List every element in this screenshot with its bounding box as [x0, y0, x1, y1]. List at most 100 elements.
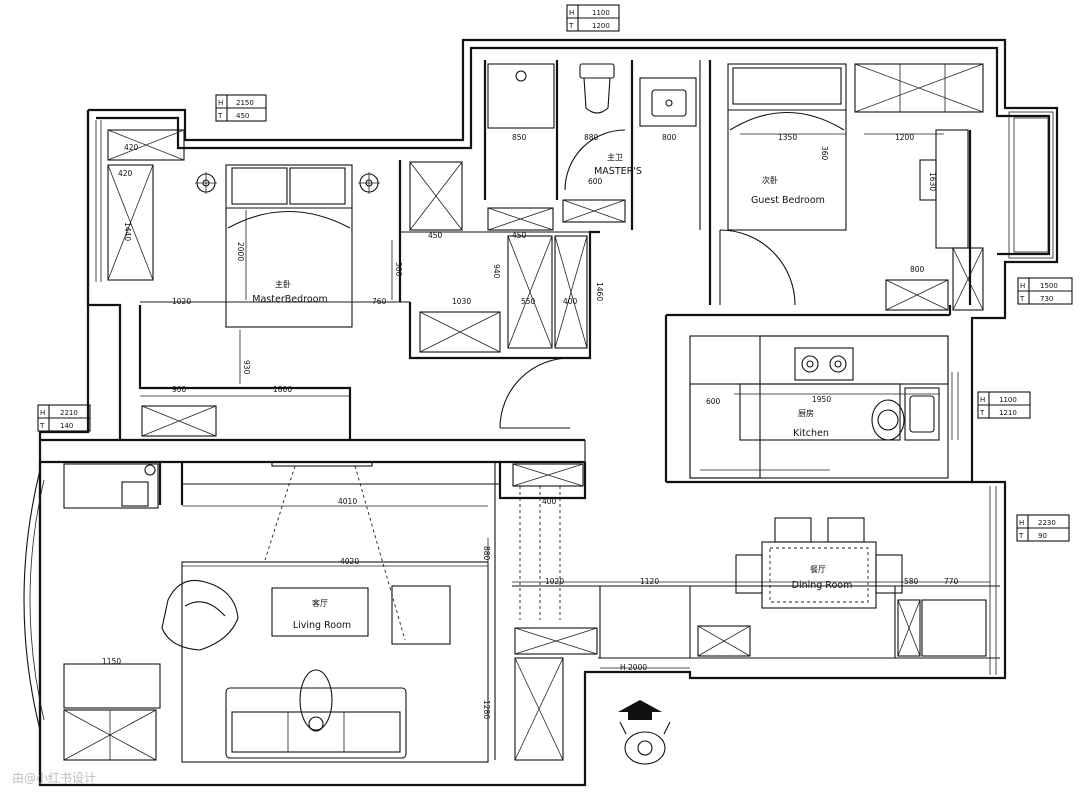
nightstand-lamp-right	[358, 172, 380, 194]
master-bedroom-en: MasterBedroom	[252, 294, 327, 305]
svg-text:H: H	[1019, 519, 1024, 527]
watermark: 由@小红书设计	[12, 770, 96, 785]
height-tag-5: H T 2210 140	[37, 404, 91, 432]
svg-text:450: 450	[512, 231, 527, 240]
kitchen-fridge	[739, 383, 901, 441]
master-wardrobe-right	[409, 161, 463, 231]
bath-shower	[487, 63, 555, 129]
svg-text:1460: 1460	[595, 282, 604, 301]
interior-walls	[86, 60, 1000, 760]
svg-text:1440: 1440	[123, 222, 132, 241]
dimension-lines	[140, 133, 990, 760]
svg-text:1950: 1950	[812, 395, 831, 404]
svg-text:T: T	[217, 112, 223, 120]
master-bath-en: MASTER'S	[594, 166, 642, 177]
master-wardrobe-left	[107, 129, 185, 281]
svg-text:580: 580	[904, 577, 919, 586]
nightstand-lamp-left	[195, 172, 217, 194]
svg-text:880: 880	[584, 133, 599, 142]
svg-text:400: 400	[542, 497, 557, 506]
svg-text:550: 550	[521, 297, 536, 306]
dining-room-en: Dining Room	[792, 580, 853, 591]
door-swings	[499, 129, 796, 429]
svg-text:1350: 1350	[778, 133, 797, 142]
living-cabinets	[63, 663, 161, 761]
sofa-person	[299, 669, 333, 732]
svg-text:850: 850	[512, 133, 527, 142]
svg-text:1030: 1030	[452, 297, 471, 306]
svg-text:1630: 1630	[928, 172, 937, 191]
svg-text:1100: 1100	[999, 396, 1017, 404]
svg-text:140: 140	[60, 422, 73, 430]
svg-text:900: 900	[172, 385, 187, 394]
svg-text:H: H	[218, 99, 223, 107]
svg-text:1500: 1500	[1040, 282, 1058, 290]
kitchen-person	[871, 399, 905, 441]
kitchen-counters	[689, 335, 949, 479]
svg-text:420: 420	[118, 169, 133, 178]
svg-text:2230: 2230	[1038, 519, 1056, 527]
svg-text:1020: 1020	[545, 577, 564, 586]
kitchen-en: Kitchen	[793, 428, 829, 439]
svg-text:2000: 2000	[236, 242, 245, 261]
guest-bedroom-en: Guest Bedroom	[751, 195, 825, 206]
study-cabinet	[141, 405, 217, 437]
svg-text:2210: 2210	[60, 409, 78, 417]
svg-text:800: 800	[662, 133, 677, 142]
svg-text:600: 600	[706, 397, 721, 406]
svg-text:1800: 1800	[273, 385, 292, 394]
coffee-table	[271, 587, 369, 637]
kitchen-sink	[904, 387, 940, 441]
svg-text:400: 400	[563, 297, 578, 306]
svg-text:450: 450	[428, 231, 443, 240]
svg-text:T: T	[1018, 532, 1024, 540]
svg-text:300: 300	[394, 262, 403, 277]
living-room-cn: 客厅	[312, 598, 328, 608]
svg-text:800: 800	[910, 265, 925, 274]
master-bed	[225, 164, 353, 328]
svg-text:1210: 1210	[999, 409, 1017, 417]
svg-text:420: 420	[124, 143, 139, 152]
guest-bed	[727, 63, 847, 231]
svg-text:H: H	[569, 9, 574, 17]
side-table	[391, 585, 451, 645]
lounge-chair	[161, 579, 239, 651]
svg-text:1280: 1280	[482, 700, 491, 719]
svg-text:4010: 4010	[338, 497, 357, 506]
svg-text:90: 90	[1038, 532, 1047, 540]
master-bedroom-cn: 主卧	[275, 279, 291, 289]
bath-vanity-cabinet	[562, 199, 626, 223]
tv-viewing-lines	[264, 465, 561, 641]
sofa	[225, 687, 407, 759]
kitchen-cn: 厨房	[798, 408, 814, 418]
svg-text:H 2000: H 2000	[620, 663, 647, 672]
kitchen-cooktop	[794, 347, 854, 381]
svg-text:1100: 1100	[592, 9, 610, 17]
master-bath-cn: 主卫	[607, 152, 623, 162]
svg-text:1150: 1150	[102, 657, 121, 666]
dimension-labels: 420 420 1440 1020 2000 760 450 1030 550 …	[102, 133, 959, 719]
dining-room-cn: 餐厅	[810, 565, 826, 574]
svg-text:2150: 2150	[236, 99, 254, 107]
svg-text:H: H	[980, 396, 985, 404]
svg-text:880: 880	[482, 546, 491, 561]
svg-text:760: 760	[372, 297, 387, 306]
svg-text:770: 770	[944, 577, 959, 586]
bath-basin	[639, 77, 697, 127]
study-desk	[63, 463, 159, 509]
tv-console	[271, 461, 373, 467]
right-windows	[951, 111, 1054, 675]
svg-text:1120: 1120	[640, 577, 659, 586]
svg-text:4020: 4020	[340, 557, 359, 566]
outer-walls	[38, 38, 1059, 787]
svg-text:930: 930	[242, 360, 251, 375]
svg-text:600: 600	[588, 177, 603, 186]
cabinets	[63, 63, 987, 761]
entry-cabinets	[512, 463, 598, 761]
svg-text:1200: 1200	[895, 133, 914, 142]
svg-text:H: H	[1020, 282, 1025, 290]
living-room-en: Living Room	[293, 620, 351, 631]
svg-text:T: T	[1019, 295, 1025, 303]
living-rug	[181, 561, 489, 763]
